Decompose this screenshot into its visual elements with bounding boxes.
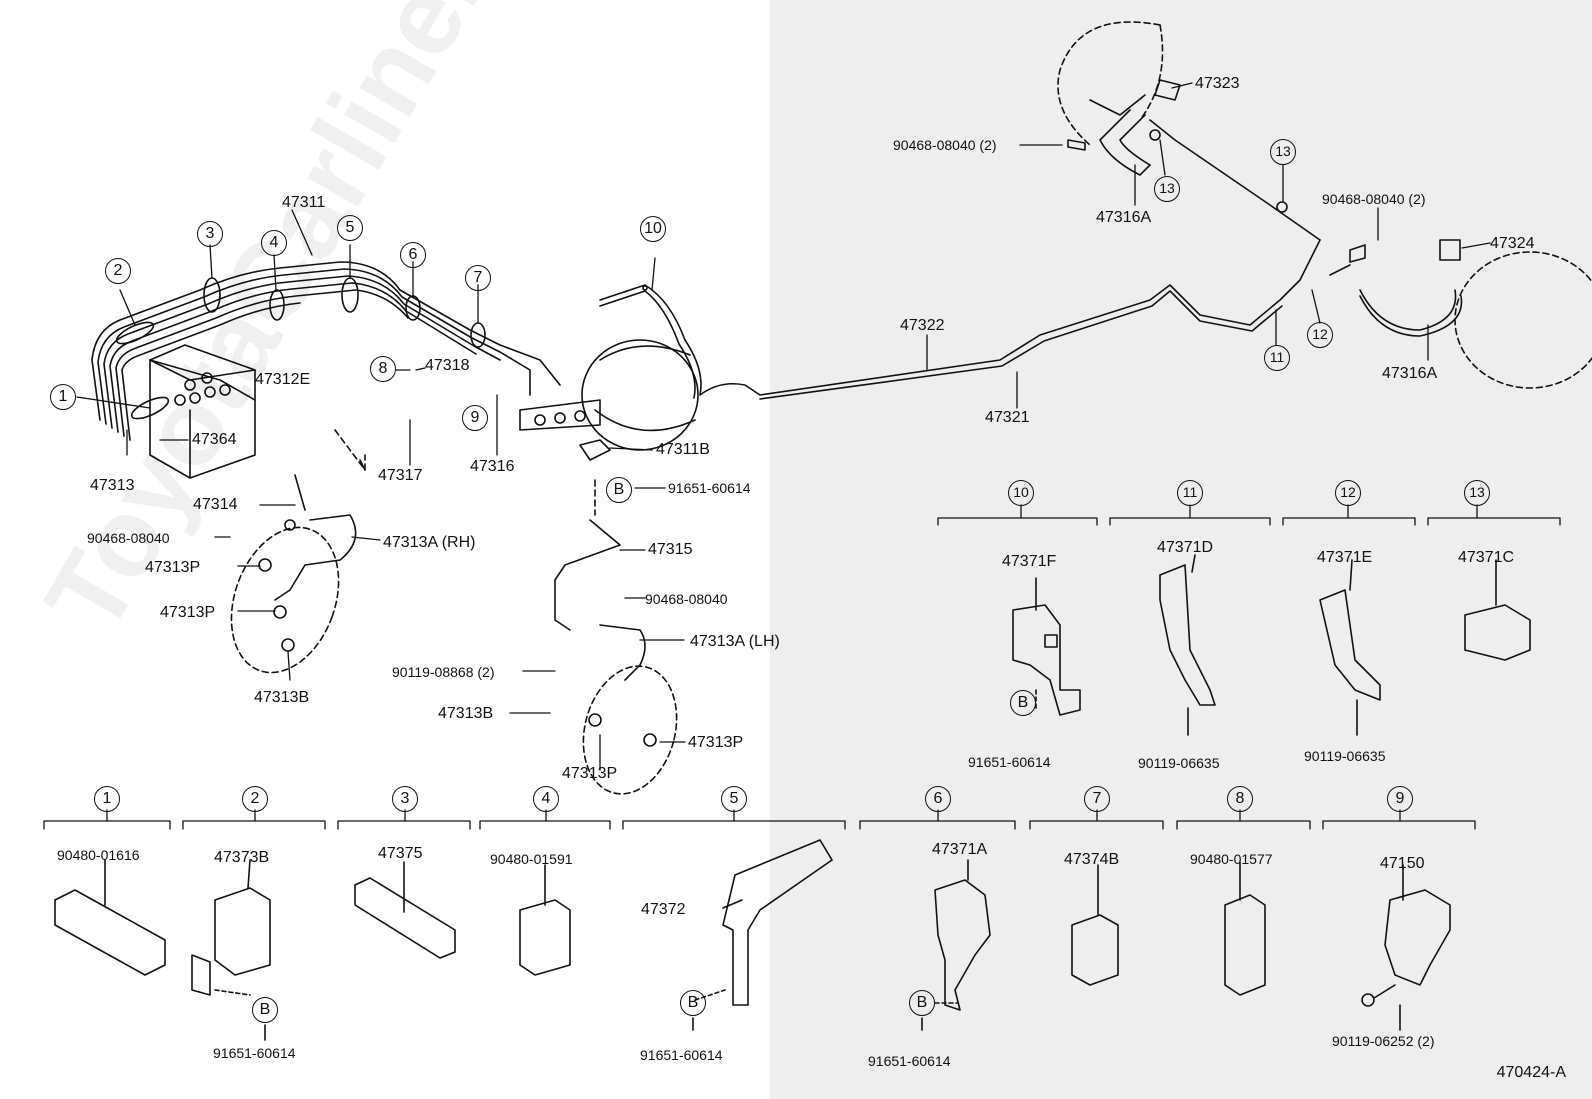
detail-parts-top xyxy=(1012,554,1531,736)
label-91651-60614-main: 91651-60614 xyxy=(668,480,751,496)
label-47314: 47314 xyxy=(193,496,238,513)
background-shade xyxy=(770,0,1592,1099)
label-90468-08040-right: 90468-08040 (2) xyxy=(1322,191,1426,207)
group-7-part: 47374B xyxy=(1064,851,1120,868)
label-47323: 47323 xyxy=(1195,75,1240,92)
label-47321: 47321 xyxy=(985,409,1030,426)
callout-7: 7 xyxy=(465,265,491,291)
label-47311B: 47311B xyxy=(656,441,710,458)
bundle-clamps xyxy=(115,277,486,420)
callout-13-upper: 13 xyxy=(1270,139,1296,165)
callout-6: 6 xyxy=(400,242,426,268)
label-47312E: 47312E xyxy=(255,371,311,388)
group-10-bolt: 91651-60614 xyxy=(968,754,1051,770)
group-2-part: 47373B xyxy=(214,849,270,866)
group-11-number: 11 xyxy=(1177,480,1203,506)
label-47313P-2: 47313P xyxy=(160,604,216,621)
callout-10: 10 xyxy=(640,216,666,242)
b-marker-main: B xyxy=(606,477,632,503)
callout-3: 3 xyxy=(197,221,223,247)
rear-right-wheel-area xyxy=(1329,239,1592,389)
label-47324: 47324 xyxy=(1490,235,1535,252)
label-90468-08040-left: 90468-08040 xyxy=(87,530,170,546)
group-6-b-marker: B xyxy=(909,990,935,1016)
group-12-number: 12 xyxy=(1335,480,1361,506)
callout-12: 12 xyxy=(1307,322,1333,348)
rear-left-wheel-area xyxy=(1057,21,1321,241)
label-47322: 47322 xyxy=(900,317,945,334)
label-47313: 47313 xyxy=(90,477,135,494)
group-brackets xyxy=(43,504,1561,830)
group-1-part: 90480-01616 xyxy=(57,847,140,863)
group-5-b-marker: B xyxy=(680,990,706,1016)
callout-13-lower: 13 xyxy=(1154,176,1180,202)
group-3-part: 47375 xyxy=(378,845,423,862)
group-8-number: 8 xyxy=(1227,786,1253,812)
label-90119-08868: 90119-08868 (2) xyxy=(392,664,495,680)
label-90468-08040-mid: 90468-08040 xyxy=(645,591,728,607)
callout-11: 11 xyxy=(1264,345,1290,371)
label-47313A-lh: 47313A (LH) xyxy=(690,633,780,650)
group-7-number: 7 xyxy=(1084,786,1110,812)
figure-reference: 470424-A xyxy=(1496,1064,1566,1081)
group-13-number: 13 xyxy=(1464,480,1490,506)
abs-actuator xyxy=(149,344,256,479)
label-47316: 47316 xyxy=(470,458,515,475)
callout-5: 5 xyxy=(337,215,363,241)
group-1-number: 1 xyxy=(94,786,120,812)
group-6-number: 6 xyxy=(925,786,951,812)
label-47316A-top: 47316A xyxy=(1096,209,1152,226)
left-front-hose xyxy=(230,429,366,674)
label-47313B-mid: 47313B xyxy=(438,705,494,722)
label-47317: 47317 xyxy=(378,467,423,484)
group-6-part: 47371A xyxy=(932,841,988,858)
callout-2: 2 xyxy=(105,258,131,284)
group-4-part: 90480-01591 xyxy=(490,851,573,867)
callout-1: 1 xyxy=(50,384,76,410)
group-8-part: 90480-01577 xyxy=(1190,851,1273,867)
label-47313P-1: 47313P xyxy=(145,559,201,576)
group-10-b-marker: B xyxy=(1010,690,1036,716)
callout-4: 4 xyxy=(261,230,287,256)
group-9-number: 9 xyxy=(1387,786,1413,812)
rear-tube xyxy=(599,239,1321,400)
label-47313A-rh: 47313A (RH) xyxy=(383,534,476,551)
group-5-bolt: 91651-60614 xyxy=(640,1047,723,1063)
group-9-part: 47150 xyxy=(1380,855,1425,872)
group-3-number: 3 xyxy=(392,786,418,812)
callout-9: 9 xyxy=(462,405,488,431)
detail-parts-bottom xyxy=(54,839,1451,1041)
group-5-number: 5 xyxy=(721,786,747,812)
label-47315: 47315 xyxy=(648,541,693,558)
group-5-part: 47372 xyxy=(641,901,686,918)
label-47316A-right: 47316A xyxy=(1382,365,1438,382)
label-90468-08040-top: 90468-08040 (2) xyxy=(893,137,997,153)
group-2-number: 2 xyxy=(242,786,268,812)
group-9-bolt: 90119-06252 (2) xyxy=(1332,1033,1435,1049)
label-47311: 47311 xyxy=(282,194,326,211)
label-47364: 47364 xyxy=(192,431,237,448)
group-13-part: 47371C xyxy=(1458,549,1515,566)
callout-8: 8 xyxy=(370,356,396,382)
group-4-number: 4 xyxy=(533,786,559,812)
group-11-part: 47371D xyxy=(1157,539,1214,556)
label-47313B-left: 47313B xyxy=(254,689,310,706)
group-12-part: 47371E xyxy=(1317,549,1373,566)
group-12-bolt: 90119-06635 xyxy=(1304,748,1386,764)
label-47318: 47318 xyxy=(425,357,470,374)
label-47313P-4: 47313P xyxy=(562,765,618,782)
leader-lines xyxy=(76,82,1491,771)
tube-bundle xyxy=(91,261,561,441)
group-10-part: 47371F xyxy=(1002,553,1057,570)
group-11-bolt: 90119-06635 xyxy=(1138,755,1220,771)
group-2-bolt: 91651-60614 xyxy=(213,1045,296,1061)
group-10-number: 10 xyxy=(1008,480,1034,506)
group-2-b-marker: B xyxy=(252,997,278,1023)
right-front-hose xyxy=(554,479,678,795)
label-47313P-3: 47313P xyxy=(688,734,744,751)
group-6-bolt: 91651-60614 xyxy=(868,1053,951,1069)
